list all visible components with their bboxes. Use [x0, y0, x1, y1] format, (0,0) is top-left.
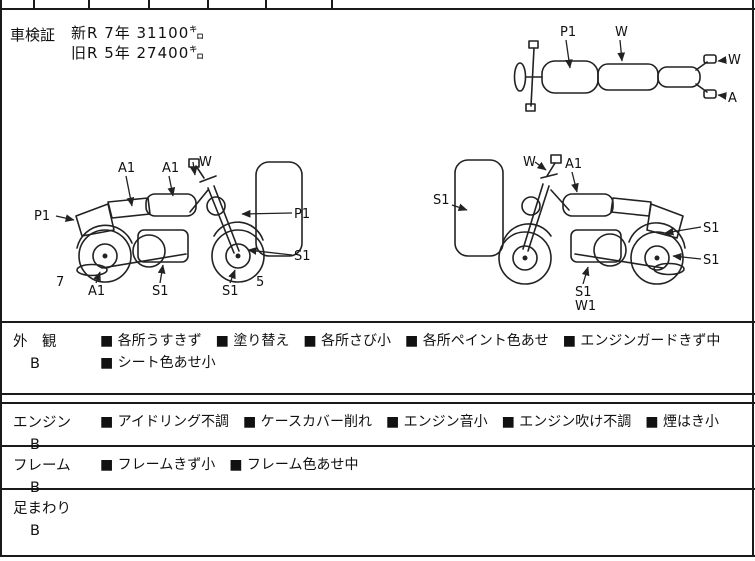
section-row-engine: エンジン B ■ アイドリング不調 ■ ケースカバー削れ ■ エンジン音小 ■ … [0, 404, 755, 453]
diagram-label-a1: A1 [88, 284, 105, 299]
diagram-label-p1: P1 [294, 207, 310, 222]
motorcycle-top-view-outline [513, 40, 717, 112]
diagram-label-s1: S1 [222, 284, 239, 299]
diagram-label-5: 5 [256, 275, 264, 290]
section-row-exterior: 外 観 B ■ 各所うすきず ■ 塗り替え ■ 各所さび小 ■ 各所ペイント色あ… [0, 323, 755, 393]
diagram-label-p1: P1 [560, 25, 576, 40]
table-grid-tick [33, 0, 35, 9]
section-label: 外 観 [13, 334, 57, 350]
section-label: フレーム [13, 458, 71, 474]
divider-line [0, 321, 755, 323]
divider-line [0, 8, 755, 10]
divider-line [0, 402, 755, 404]
diagram-label-s1: S1 [294, 249, 311, 264]
right-view-labels: W A1 S1 S1 S1 S1 W1 [433, 155, 720, 314]
left-view-labels: A1 A1 W P1 P1 S1 7 A1 S1 S1 5 [34, 155, 311, 299]
motorcycle-left-view-diagram: A1 A1 W P1 P1 S1 7 A1 S1 S1 5 [34, 155, 311, 299]
diagram-label-w: W [523, 155, 536, 170]
section-label: 足まわり [13, 501, 71, 517]
section-notes: ■ 各所うすきず ■ 塗り替え ■ 各所さび小 ■ 各所ペイント色あせ ■ エン… [100, 333, 735, 372]
diagram-label-s1: S1 [575, 285, 592, 300]
top-view-labels: P1 W W A [560, 25, 741, 106]
motorcycle-left-view-outline [75, 158, 303, 283]
diagram-label-w: W [615, 25, 628, 40]
diagram-label-7: 7 [56, 275, 64, 290]
section-row-frame: フレーム B ■ フレームきず小 ■ フレーム色あせ中 [0, 447, 755, 496]
section-grade: B [30, 437, 40, 453]
table-grid-tick [148, 0, 150, 9]
section-notes: ■ アイドリング不調 ■ ケースカバー削れ ■ エンジン音小 ■ エンジン吹け不… [100, 414, 719, 430]
diagram-label-s1: S1 [703, 253, 720, 268]
divider-line [0, 488, 755, 490]
shaken-old-registration: 旧R 5年 27400㌔ [71, 43, 206, 62]
left-border-line [0, 0, 2, 557]
diagram-label-a1: A1 [565, 157, 582, 172]
section-row-undercarriage: 足まわり B [0, 490, 755, 555]
diagram-label-w: W [728, 53, 741, 68]
diagram-label-a1: A1 [162, 161, 179, 176]
table-grid-tick [331, 0, 333, 9]
table-grid-tick [207, 0, 209, 9]
shaken-new-registration: 新R 7年 31100㌔ [71, 24, 206, 42]
divider-line [0, 445, 755, 447]
diagram-label-s1: S1 [433, 193, 450, 208]
shaken-title: 車検証 [10, 26, 56, 44]
diagram-label-s1: S1 [152, 284, 169, 299]
divider-line [0, 555, 755, 557]
motorcycle-right-view-diagram: W A1 S1 S1 S1 S1 W1 [433, 154, 720, 314]
section-grade: B [30, 523, 40, 539]
divider-line [0, 393, 755, 395]
diagram-label-a1: A1 [118, 161, 135, 176]
section-grade: B [30, 356, 40, 372]
motorcycle-top-view-diagram: P1 W W A [513, 25, 741, 112]
section-grade: B [30, 480, 40, 496]
diagram-label-w1: W1 [575, 299, 596, 314]
section-label: エンジン [13, 415, 71, 431]
motorcycle-right-view-outline [454, 154, 686, 285]
diagram-label-p1: P1 [34, 209, 50, 224]
right-border-line [752, 0, 754, 557]
table-grid-tick [265, 0, 267, 9]
vehicle-inspection-block: 車検証 新R 7年 31100㌔ 旧R 5年 27400㌔ [10, 24, 205, 63]
diagram-label-a: A [728, 91, 737, 106]
section-notes: ■ フレームきず小 ■ フレーム色あせ中 [100, 457, 359, 473]
table-grid-tick [88, 0, 90, 9]
diagram-label-s1: S1 [703, 221, 720, 236]
diagram-label-w: W [199, 155, 212, 170]
